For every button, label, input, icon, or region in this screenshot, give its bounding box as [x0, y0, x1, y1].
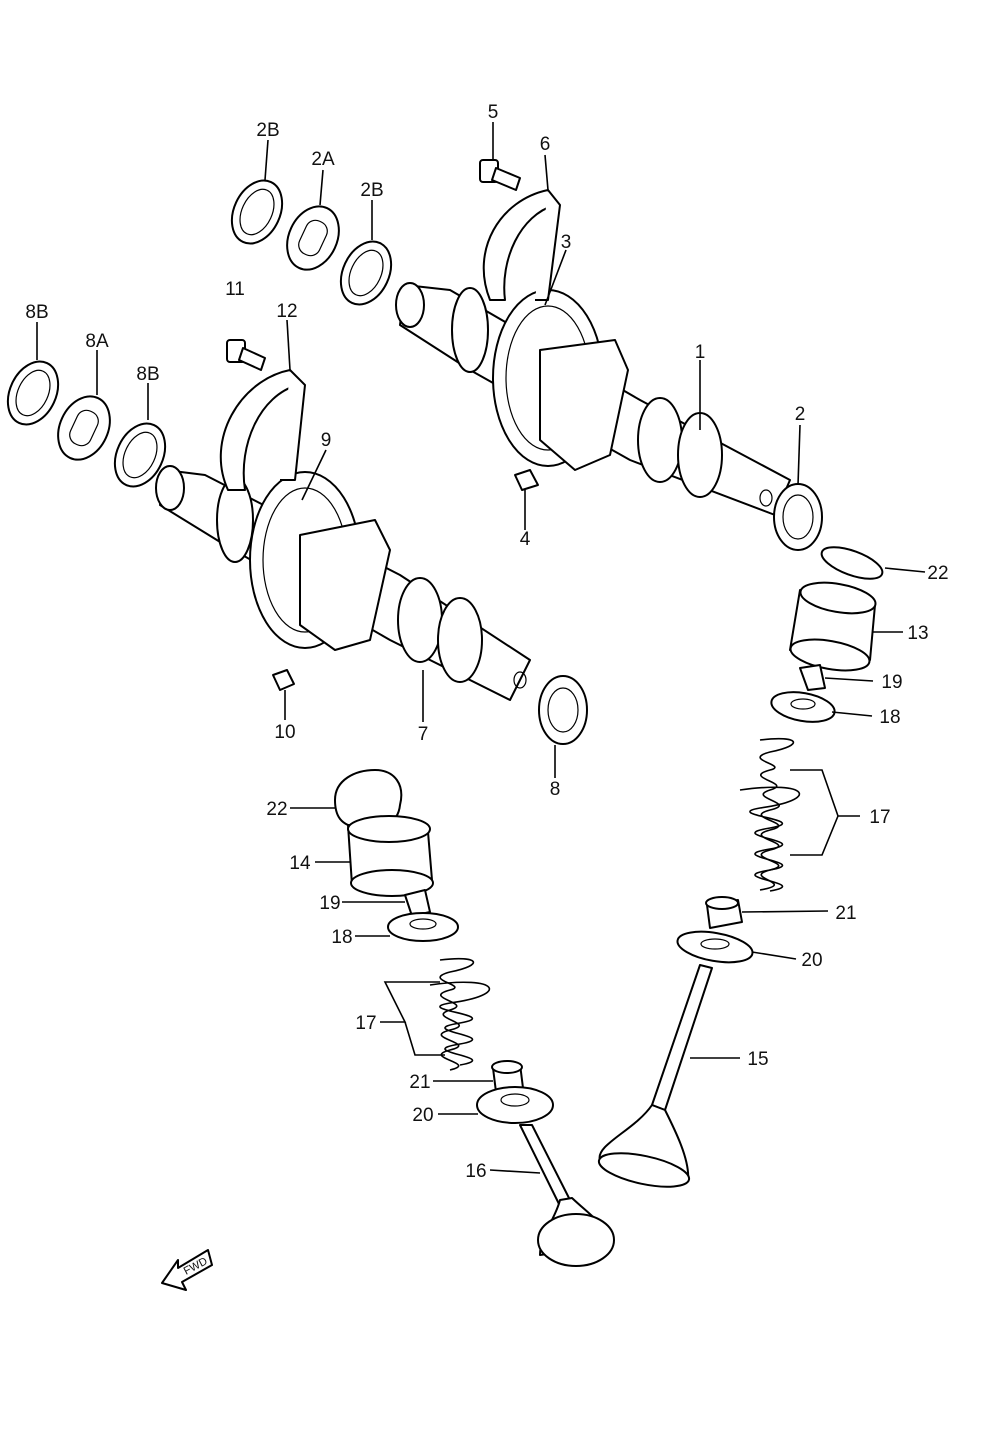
- washer-8B-left: [6, 360, 60, 426]
- part-label-21-r: 21: [835, 903, 856, 924]
- retainer-18-right: [770, 691, 836, 723]
- spring-seat-21-left: [491, 1060, 524, 1093]
- part-label-16: 16: [465, 1161, 486, 1182]
- valve-15: [597, 964, 713, 1188]
- leader-lines: [36, 122, 926, 1174]
- part-label-21-l: 21: [409, 1072, 430, 1093]
- oil-seal-2: [773, 483, 823, 551]
- part-label-22-l: 22: [266, 799, 287, 820]
- part-label-8: 8: [550, 779, 561, 800]
- part-label-15: 15: [747, 1049, 768, 1070]
- part-label-1: 1: [695, 342, 706, 363]
- part-label-22-r: 22: [927, 563, 948, 584]
- part-label-8a: 8A: [85, 331, 109, 352]
- washer-2A: [286, 205, 340, 271]
- part-label-11: 11: [225, 279, 245, 300]
- part-label-18-r: 18: [879, 707, 900, 728]
- part-label-10: 10: [274, 722, 295, 743]
- washer-2B-right: [339, 240, 393, 306]
- part-label-17-l: 17: [355, 1013, 376, 1034]
- part-label-19-l: 19: [319, 893, 340, 914]
- cam-sprocket-intake: [249, 471, 391, 651]
- bolt-11: [226, 339, 266, 371]
- cotter-19-right: [799, 664, 826, 691]
- cam-sprocket-exhaust: [492, 289, 629, 471]
- part-label-14: 14: [289, 853, 311, 874]
- bolt-5: [479, 159, 521, 191]
- part-label-2a: 2A: [311, 149, 335, 170]
- part-label-7: 7: [418, 724, 429, 745]
- part-label-2: 2: [795, 404, 806, 425]
- part-label-6: 6: [540, 134, 551, 155]
- part-label-18-l: 18: [331, 927, 352, 948]
- part-label-4: 4: [520, 529, 531, 550]
- part-label-9: 9: [321, 430, 332, 451]
- tappet-14: [347, 815, 434, 897]
- shim-22-right: [820, 546, 884, 580]
- part-label-5: 5: [488, 102, 499, 123]
- oil-seal-8: [538, 675, 588, 745]
- tappet-13: [789, 581, 877, 672]
- part-label-2b-b: 2B: [360, 180, 383, 201]
- part-label-20-l: 20: [412, 1105, 433, 1126]
- oil-seal-20-right: [676, 930, 754, 964]
- part-label-3: 3: [561, 232, 572, 253]
- part-label-8b-b: 8B: [136, 364, 159, 385]
- fwd-arrow: FWD: [161, 1249, 213, 1291]
- valve-spring-17-left: [429, 957, 491, 1071]
- retainer-18-left: [387, 912, 459, 942]
- shim-22-left: [334, 769, 403, 830]
- part-label-8b-a: 8B: [25, 302, 48, 323]
- part-label-2b-a: 2B: [256, 120, 279, 141]
- spring-seat-21-right: [705, 896, 743, 929]
- cam-chain-guide-lower: [219, 369, 306, 491]
- washer-8A: [57, 395, 111, 461]
- valve-spring-17-right: [739, 737, 801, 892]
- part-label-13: 13: [907, 623, 928, 644]
- part-label-17-r: 17: [869, 807, 890, 828]
- valve-16: [519, 1124, 615, 1267]
- cotter-19-left: [404, 889, 431, 917]
- dowel-pin-4: [514, 469, 539, 491]
- cam-chain-guide-upper: [482, 189, 561, 301]
- part-label-20-r: 20: [801, 950, 822, 971]
- part-number-labels: 122A2B2B3456788A8B8B91011121314151617171…: [25, 102, 948, 1182]
- dowel-pin-10: [272, 669, 295, 691]
- washer-8B-right: [113, 422, 167, 488]
- part-label-12: 12: [276, 301, 297, 322]
- part-label-19-r: 19: [881, 672, 902, 693]
- washer-2B-left: [230, 179, 284, 245]
- oil-seal-20-left: [476, 1086, 554, 1124]
